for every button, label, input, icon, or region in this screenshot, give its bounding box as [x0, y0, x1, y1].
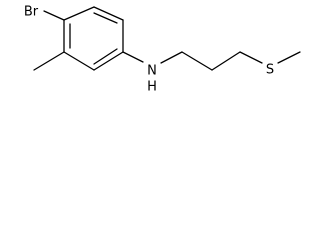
chain-bond-2 [181, 51, 213, 71]
sulfur-label: S [266, 63, 274, 78]
nitrogen-label: N [147, 64, 157, 79]
bromine-label: Br [24, 5, 39, 20]
ring-bond-bottom-right [93, 51, 124, 71]
methyl-bond [33, 51, 65, 71]
chemical-structure-diagram: Br N H S [24, 5, 301, 95]
amine-hydrogen-label: H [147, 80, 157, 95]
ring-double-bond-top-right [93, 12, 118, 24]
benzene-ring [63, 6, 124, 71]
sulfur-methyl-bond [277, 51, 301, 64]
ring-double-bond-bottom-right [93, 48, 118, 65]
bromine-bond [43, 10, 65, 21]
ring-bond-top-right [93, 6, 124, 21]
chain-bond-3 [211, 51, 241, 71]
chain-sulfur-bond [239, 51, 263, 64]
ring-bond-top-left [63, 6, 95, 21]
aryl-nitrogen-bond [122, 51, 144, 63]
ring-bond-bottom-left [63, 51, 95, 71]
nitrogen-chain-bond [160, 51, 183, 64]
